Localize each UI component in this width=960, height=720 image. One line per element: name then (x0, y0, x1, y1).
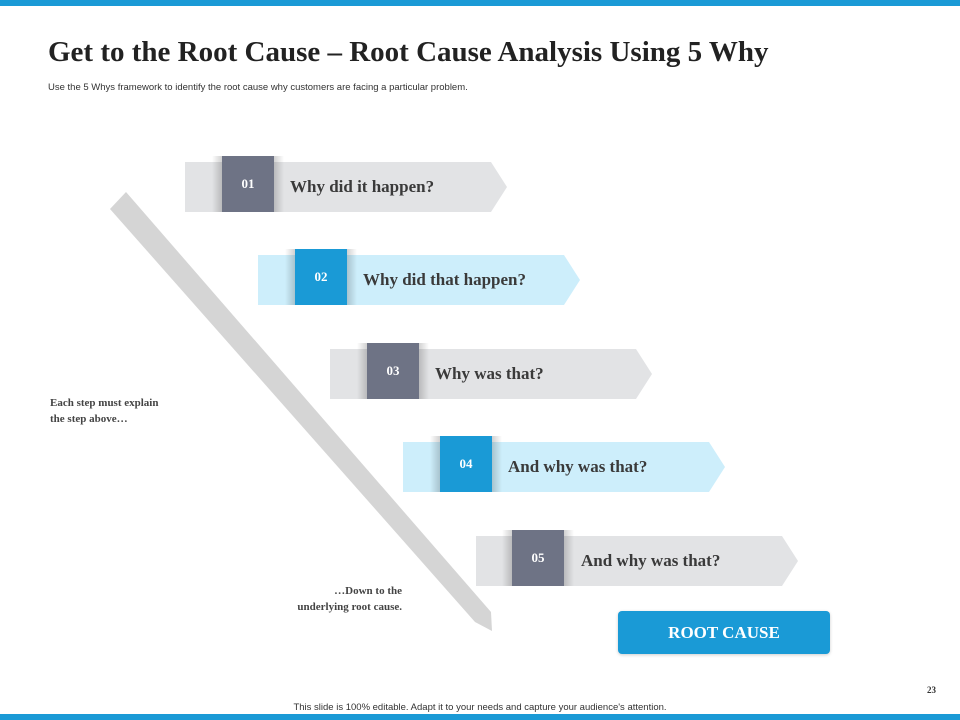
note-down-to-root: …Down to the underlying root cause. (262, 583, 402, 615)
number-shadow (430, 436, 440, 492)
root-cause-box: ROOT CAUSE (618, 611, 830, 654)
slide-title: Get to the Root Cause – Root Cause Analy… (48, 36, 769, 68)
why-step-label: And why was that? (508, 457, 648, 476)
step-number-badge: 03 (367, 343, 419, 399)
number-shadow (502, 530, 512, 586)
step-number-badge: 02 (295, 249, 347, 305)
step-number-badge: 05 (512, 530, 564, 586)
step-number-badge: 04 (440, 436, 492, 492)
why-step-label: Why was that? (435, 364, 544, 383)
number-shadow (492, 436, 502, 492)
number-shadow (285, 249, 295, 305)
note-line: underlying root cause. (297, 601, 402, 613)
note-line: …Down to the (334, 585, 402, 597)
top-accent-bar (0, 0, 960, 6)
note-line: the step above… (50, 413, 128, 425)
step-number-badge: 01 (222, 156, 274, 212)
slide-subtitle: Use the 5 Whys framework to identify the… (48, 82, 468, 93)
note-each-step: Each step must explain the step above… (50, 395, 159, 427)
number-shadow (419, 343, 429, 399)
note-line: Each step must explain (50, 397, 159, 409)
number-shadow (357, 343, 367, 399)
page-number: 23 (927, 685, 936, 695)
bottom-accent-bar (0, 714, 960, 720)
why-step-label: Why did it happen? (290, 177, 435, 196)
why-step-label: Why did that happen? (363, 270, 526, 289)
number-shadow (564, 530, 574, 586)
footer-note: This slide is 100% editable. Adapt it to… (293, 702, 667, 713)
number-shadow (347, 249, 357, 305)
number-shadow (212, 156, 222, 212)
number-shadow (274, 156, 284, 212)
why-step-label: And why was that? (581, 551, 721, 570)
